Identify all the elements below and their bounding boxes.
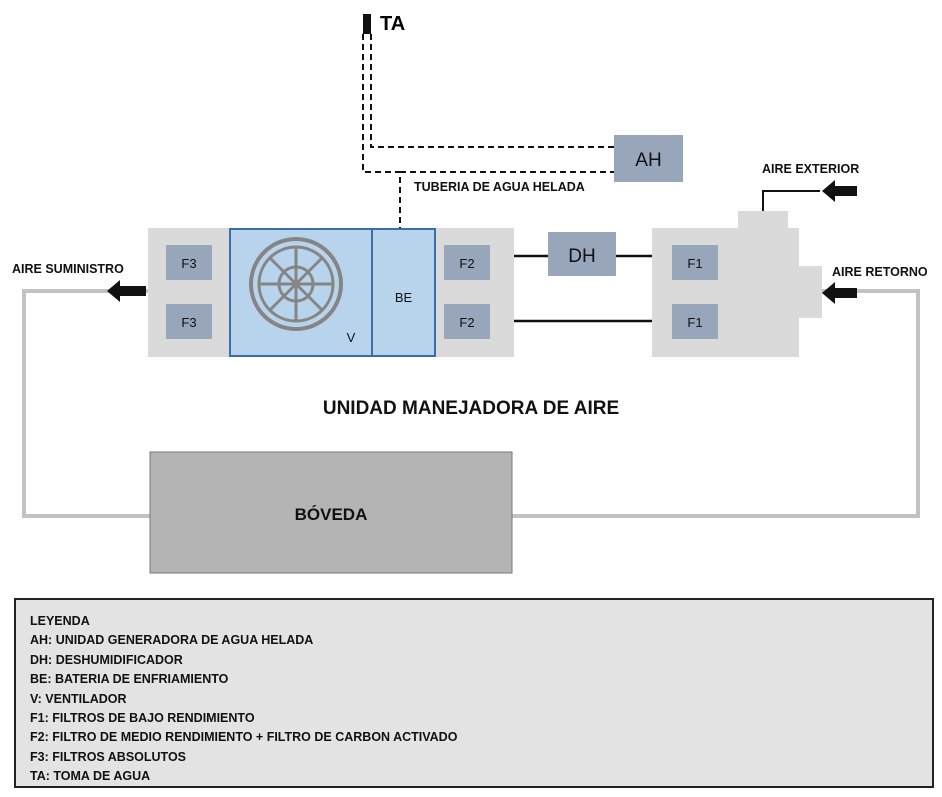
outside-air-inlet [738,211,788,229]
supply-air-arrow-icon [107,280,146,302]
legend-item-ah: AH: UNIDAD GENERADORA DE AGUA HELADA [30,633,314,648]
f3-bottom-label: F3 [181,315,196,330]
legend-item-be: BE: BATERIA DE ENFRIAMIENTO [30,672,229,687]
outside-air-label: AIRE EXTERIOR [762,162,859,176]
water-intake-marker [363,14,371,34]
vault-box [149,451,513,574]
outside-air-connector [762,190,820,211]
chilled-water-pipe-outer [362,34,401,228]
return-duct-line [512,289,920,518]
dh-unit [548,232,616,276]
air-handling-diagram: TA AH TUBERIA DE AGUA HELADA AIRE EXTERI… [12,13,928,574]
supply-duct-line [22,289,150,518]
ta-label: TA [380,13,405,35]
ah-label: AH [635,150,661,171]
f1-top-label: F1 [687,256,702,271]
supply-air-label: AIRE SUMINISTRO [12,262,124,276]
air-handling-unit-title: UNIDAD MANEJADORA DE AIRE [323,398,619,419]
fan-wheel-icon [249,237,343,331]
legend-item-dh: DH: DESHUMIDIFICADOR [30,652,183,667]
chilled-water-pipe-label: TUBERIA DE AGUA HELADA [414,180,585,194]
be-section [371,228,436,357]
legend-item-f1: F1: FILTROS DE BAJO RENDIMIENTO [30,711,255,726]
legend-box: LEYENDA AH: UNIDAD GENERADORA DE AGUA HE… [14,598,934,788]
filter-f1-top [672,245,718,280]
v-label: V [347,330,356,345]
filter-f2-bottom [444,304,490,339]
return-air-label: AIRE RETORNO [832,265,928,279]
legend-item-ta: TA: TOMA DE AGUA [30,769,151,784]
f1-bottom-label: F1 [687,315,702,330]
f2-top-label: F2 [459,256,474,271]
be-label: BE [395,290,413,305]
chilled-water-pipe-inner [370,34,614,148]
legend-item-f3: F3: FILTROS ABSOLUTOS [30,749,187,764]
filter-f2-top [444,245,490,280]
dh-label: DH [568,246,595,267]
filter-f1-bottom [672,304,718,339]
legend-item-v: V: VENTILADOR [30,691,127,706]
filter-f3-top [166,245,212,280]
ah-unit [614,135,683,182]
legend-item-f2: F2: FILTRO DE MEDIO RENDIMIENTO + FILTRO… [30,730,458,745]
f2-bottom-label: F2 [459,315,474,330]
return-air-inlet [799,266,822,318]
f3-top-label: F3 [181,256,196,271]
return-air-arrow-icon [822,282,857,304]
legend-title: LEYENDA [30,614,90,628]
vault-label: BÓVEDA [295,505,368,524]
outside-air-arrow-icon [822,180,857,202]
filter-f3-bottom [166,304,212,339]
